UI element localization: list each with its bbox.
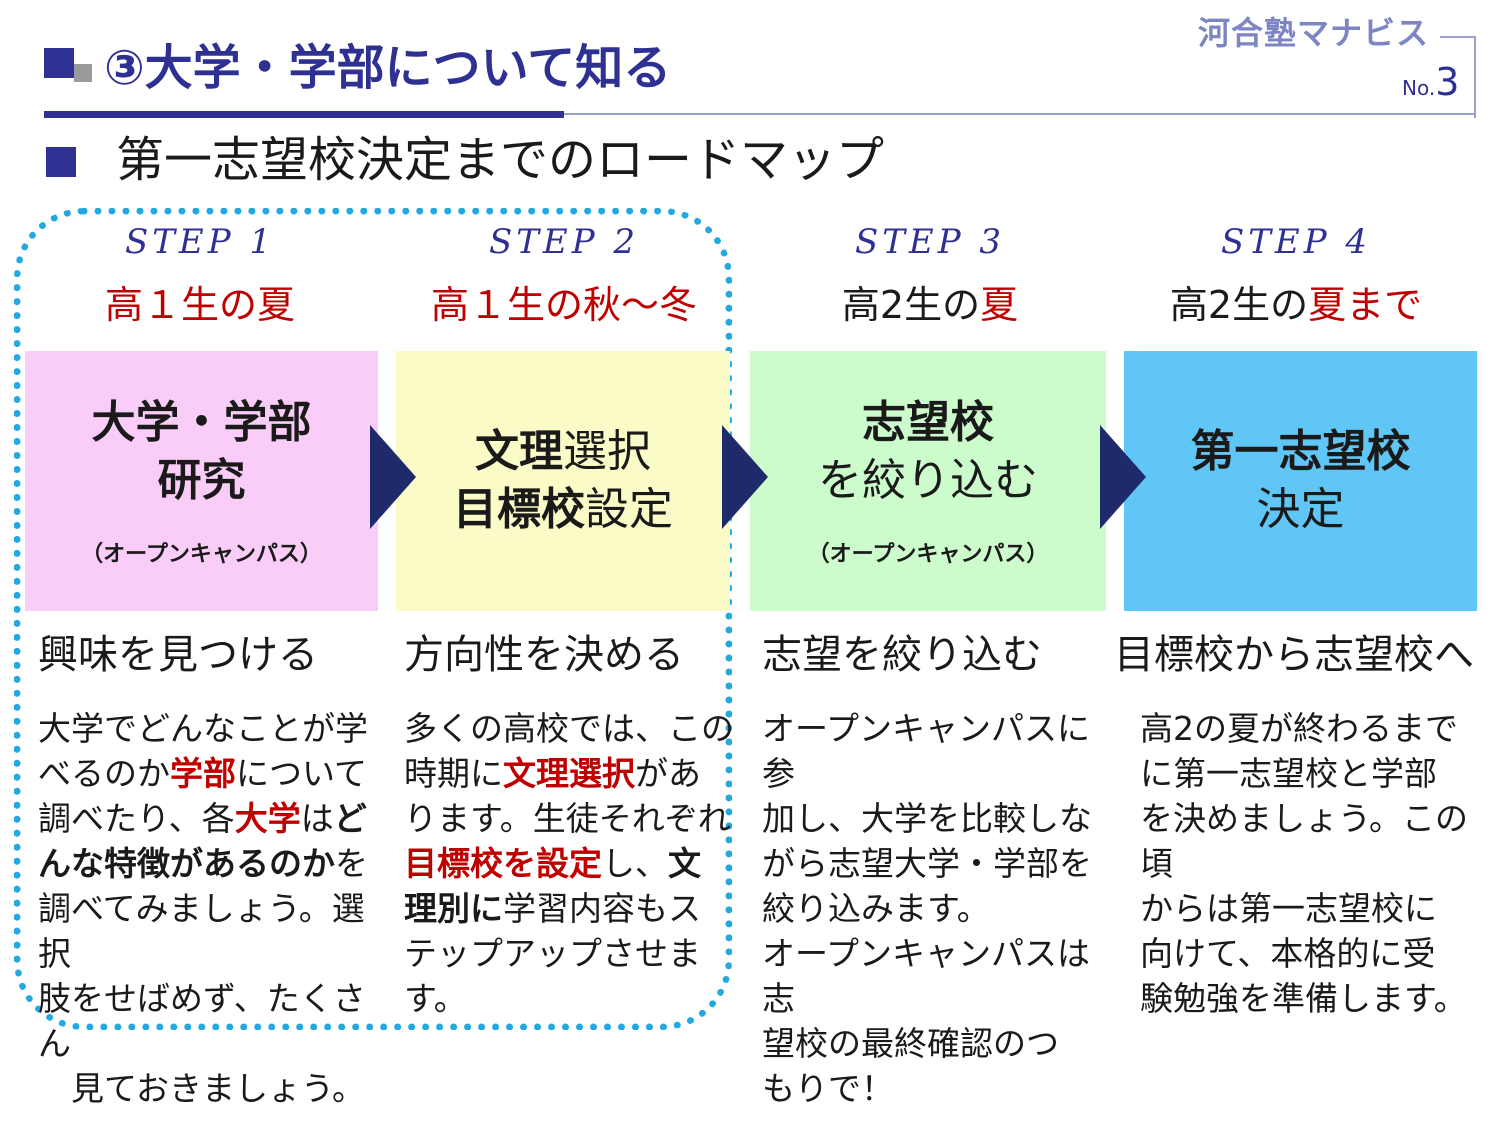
page-number-value: 3 xyxy=(1435,60,1460,104)
body-segment: 目標校を設定 xyxy=(404,844,602,883)
body-segment: 文 理別に xyxy=(404,844,701,928)
page-number-label: No. xyxy=(1402,76,1436,100)
step-label-2: STEP 2 xyxy=(488,222,640,262)
title-bullet-square xyxy=(44,48,74,78)
period-4-red: 夏まで xyxy=(1308,283,1423,327)
step-box-4: 第一志望校 決定 xyxy=(1124,351,1477,611)
period-2: 高１生の秋～冬 xyxy=(374,274,754,329)
step-label-1: STEP 1 xyxy=(124,222,276,262)
body-segment: があ ります。生徒それぞれ xyxy=(404,754,731,838)
body-segment: 高2の夏が終わるまで に第一志望校と学部 を決めましょう。この頃 からは第一志望… xyxy=(1140,709,1469,1018)
body-segment: 大学でどんなことが学 べるのか xyxy=(38,709,368,793)
body-segment: ど んな特徴があるのか xyxy=(38,799,367,883)
step-heading-2: 方向性を決める xyxy=(404,632,684,678)
step-label-3: STEP 3 xyxy=(854,222,1006,262)
step-box-4-line-1: 第一志望校 xyxy=(1190,426,1411,477)
step-box-2-line-2-bold: 目標校 xyxy=(453,484,585,535)
body-segment: オープンキャンパスに参 加し、大学を比較しな がら志望大学・学部を 絞り込みます… xyxy=(762,709,1092,1108)
arrow-right-icon xyxy=(1100,425,1146,529)
step-body-1: 大学でどんなことが学 べるのか学部について 調べたり、各大学はど んな特徴がある… xyxy=(38,706,388,1111)
step-box-2-line-2-plain: 設定 xyxy=(585,484,673,535)
step-heading-3: 志望を絞り込む xyxy=(762,632,1042,678)
body-segment: 学習内容もス テップアップさせます。 xyxy=(404,889,701,1018)
period-1-red: 高１生の夏 xyxy=(104,283,295,327)
body-segment: 大学 xyxy=(234,799,301,838)
arrow-right-icon xyxy=(722,425,768,529)
body-segment: 学部 xyxy=(170,754,236,793)
step-box-2-line-1: 文理選択 xyxy=(475,423,651,481)
step-box-4-line-2: 決定 xyxy=(1256,484,1345,535)
corner-bracket xyxy=(1440,36,1476,118)
step-box-1-line-2: 研究 xyxy=(157,455,246,506)
brand-logo: 河合塾マナビス xyxy=(1198,14,1430,52)
step-box-2-line-1-plain: 選択 xyxy=(563,426,651,477)
step-box-2: 文理選択 目標校設定 xyxy=(396,351,730,611)
body-segment: 文理選択 xyxy=(503,754,635,793)
step-body-3: オープンキャンパスに参 加し、大学を比較しな がら志望大学・学部を 絞り込みます… xyxy=(762,706,1102,1111)
step-heading-4: 目標校から志望校へ xyxy=(1114,632,1474,678)
dotted-highlight-frame xyxy=(14,208,732,1030)
subtitle-bullet-square xyxy=(46,147,76,177)
period-3-red: 夏 xyxy=(980,283,1019,327)
step-box-2-line-1-bold: 文理 xyxy=(475,426,563,477)
title-bullet-shadow xyxy=(74,64,92,82)
step-box-3-line-1: 志望校 xyxy=(862,397,994,448)
period-4-plain: 高2生の xyxy=(1169,283,1309,327)
step-box-3-line-2: を絞り込む xyxy=(818,455,1038,506)
step-box-3-note: （オープンキャンパス） xyxy=(807,542,1049,567)
title-underline xyxy=(44,113,1474,115)
step-box-1-line-1: 大学・学部 xyxy=(91,397,312,448)
page-number: No.3 xyxy=(1402,60,1459,104)
step-box-3: 志望校 を絞り込む （オープンキャンパス） xyxy=(750,351,1106,611)
period-4: 高2生の夏まで xyxy=(1106,274,1486,329)
period-1: 高１生の夏 xyxy=(10,274,390,329)
body-segment: について 調べたり、各 xyxy=(38,754,368,838)
step-box-1-note: （オープンキャンパス） xyxy=(81,542,322,567)
step-heading-1: 興味を見つける xyxy=(38,632,318,678)
arrow-right-icon xyxy=(370,425,416,529)
title-underline-accent xyxy=(44,111,564,118)
period-2-red: 高１生の秋～冬 xyxy=(430,283,697,327)
period-3-plain: 高2生の xyxy=(841,283,981,327)
step-body-4: 高2の夏が終わるまで に第一志望校と学部 を決めましょう。この頃 からは第一志望… xyxy=(1140,706,1480,1021)
step-box-1: 大学・学部 研究 （オープンキャンパス） xyxy=(25,351,378,611)
body-segment: を 調べてみましょう。選択 肢をせばめず、たくさん 見ておきましょう。 xyxy=(38,844,368,1108)
body-segment: 多くの高校では、この 時期に xyxy=(404,709,734,793)
step-box-2-line-2: 目標校設定 xyxy=(453,481,673,539)
subtitle: 第一志望校決定までのロードマップ xyxy=(116,132,885,188)
period-3: 高2生の夏 xyxy=(740,274,1120,329)
body-segment: は xyxy=(300,799,334,838)
page-title: ③大学・学部について知る xyxy=(104,40,672,96)
step-label-4: STEP 4 xyxy=(1220,222,1372,262)
body-segment: し、 xyxy=(602,844,668,883)
step-body-2: 多くの高校では、この 時期に文理選択があ ります。生徒それぞれ 目標校を設定し、… xyxy=(404,706,734,1021)
